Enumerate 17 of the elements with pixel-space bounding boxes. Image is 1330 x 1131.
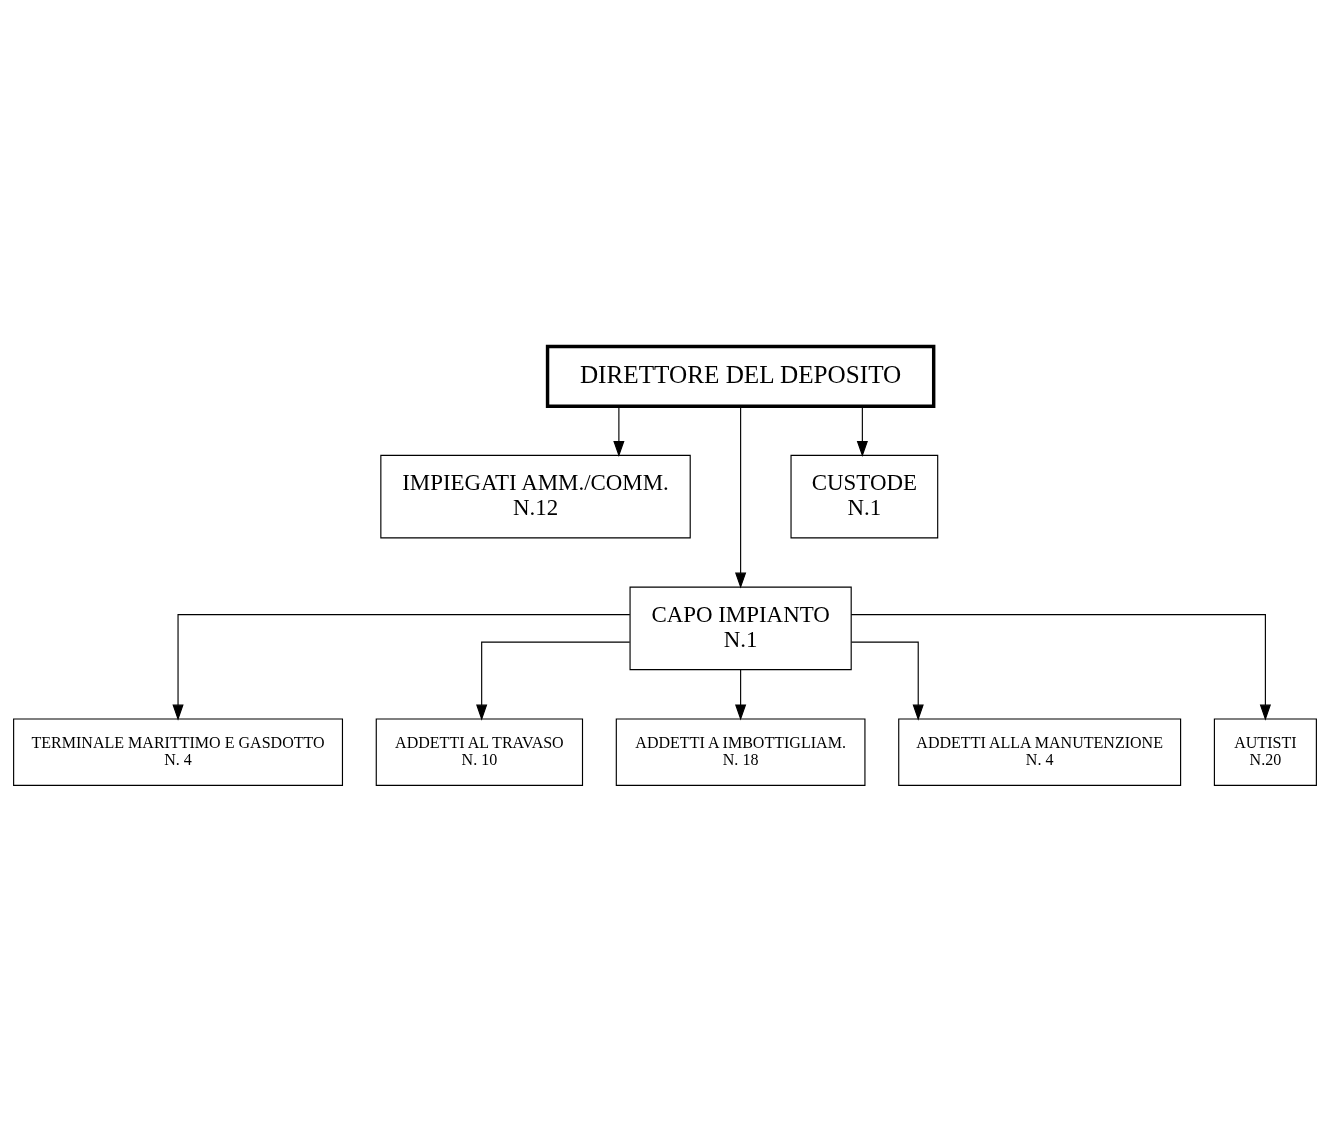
arrow [735,405,747,589]
arrow [856,405,868,457]
node-box: IMPIEGATI AMM./COMM. N.12 [380,454,691,538]
node-box: DIRETTORE DEL DEPOSITO [545,344,936,408]
arrow [735,668,747,720]
node-box: CAPO IMPIANTO N.1 [629,586,852,670]
arrow [476,641,631,721]
node-box: CUSTODE N.1 [790,454,939,538]
arrow [850,613,1271,721]
arrow [851,641,924,721]
node-box: AUTISTI N.20 [1213,717,1317,786]
node-box: ADDETTI AL TRAVASO N. 10 [375,717,584,786]
node-box: ADDETTI ALLA MANUTENZIONE N. 4 [898,717,1182,786]
arrow [613,405,625,457]
arrow [172,613,631,721]
node-box: TERMINALE MARITTIMO E GASDOTTO N. 4 [13,717,344,786]
node-box: ADDETTI A IMBOTTIGLIAM. N. 18 [615,717,866,786]
